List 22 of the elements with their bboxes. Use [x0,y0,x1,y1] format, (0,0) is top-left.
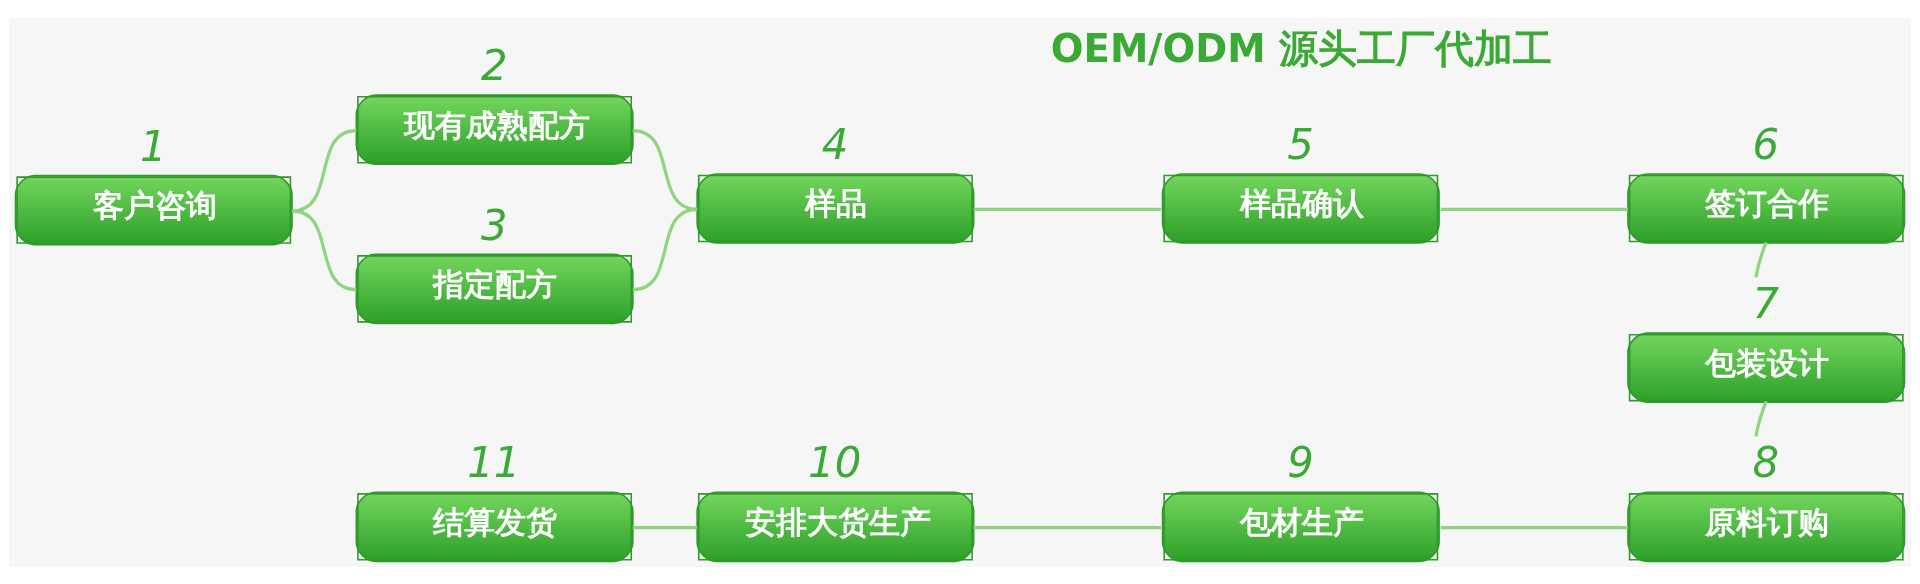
node-label: 8 [1752,437,1780,487]
connector [291,208,357,291]
connector [1754,400,1768,437]
node-label: 2 [480,40,508,90]
node-label: 5 [1287,119,1314,169]
node-label: 9 [1287,437,1314,487]
node-label: 6 [1752,119,1780,169]
node-label: 3 [480,200,508,250]
connector [973,525,1161,529]
connector [973,207,1161,211]
node-label: 7 [1752,278,1780,328]
connector [1440,525,1628,529]
node-label: 10 [808,437,862,487]
node-label: 11 [467,437,521,487]
node-label: 1 [140,121,167,171]
connector [1440,207,1628,211]
connector [1754,241,1768,277]
label: OEM/ODM 源头工厂代加工 [1050,25,1553,71]
node-label: 4 [821,119,849,169]
connector [632,207,698,291]
connector [632,128,698,211]
connector [632,525,698,529]
